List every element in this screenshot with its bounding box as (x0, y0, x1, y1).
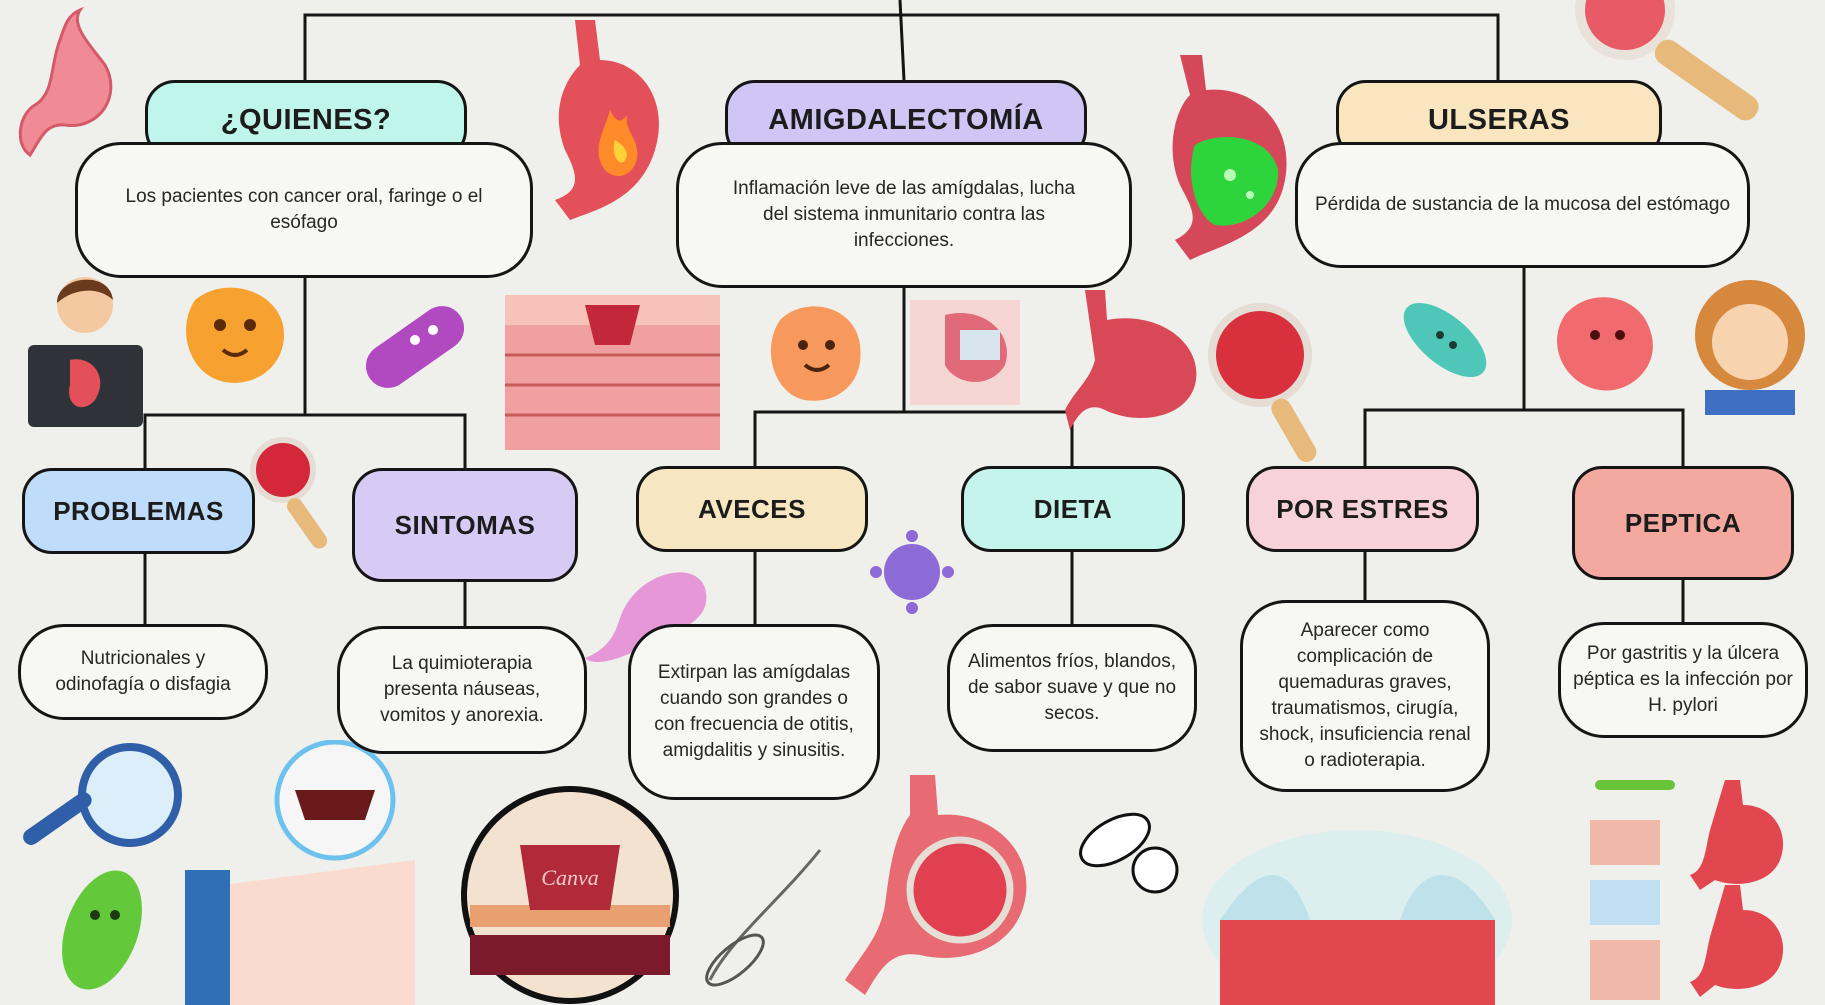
magnifier-icon (1208, 303, 1317, 462)
problemas-title: PROBLEMAS (22, 468, 255, 554)
sintomas-description: La quimioterapia presenta náuseas, vomit… (337, 626, 587, 754)
germ-icon (770, 306, 861, 401)
boy-avatar (28, 277, 143, 427)
magnifier-icon (250, 437, 328, 549)
bacteria-icon (585, 572, 707, 663)
svg-text:Canva: Canva (541, 865, 598, 890)
canva-logo: Canva (461, 786, 679, 1004)
ulseras-description: Pérdida de sustancia de la mucosa del es… (1295, 142, 1750, 268)
stomach-acid-icon (1172, 55, 1287, 260)
throat-icon (910, 300, 1020, 405)
magnifier-icon (1575, 0, 1759, 121)
quienes-description: Los pacientes con cancer oral, faringe o… (75, 142, 533, 278)
bacteria-icon (1403, 302, 1487, 378)
stomach-fire-icon (555, 20, 659, 220)
virus-icon (870, 530, 954, 614)
por-estres-title: POR ESTRES (1246, 466, 1479, 552)
bacteria-icon (365, 306, 465, 388)
sintomas-title: SINTOMAS (352, 468, 578, 582)
bacteria-icon (705, 849, 822, 987)
aveces-description: Extirpan las amígdalas cuando son grande… (628, 624, 880, 800)
tissue-icon (505, 295, 720, 450)
aveces-title: AVECES (636, 466, 868, 552)
bacteria-icon (1079, 812, 1179, 894)
girl-avatar (1695, 280, 1805, 415)
amigdalectomia-description: Inflamación leve de las amígdalas, lucha… (676, 142, 1132, 288)
peptica-description: Por gastritis y la úlcera péptica es la … (1558, 622, 1808, 738)
wound-icon (185, 740, 415, 1005)
stomach-icon (845, 775, 1027, 995)
germ-icon (186, 287, 285, 383)
stomach-icon (1690, 885, 1784, 997)
dieta-title: DIETA (961, 466, 1185, 552)
peptica-title: PEPTICA (1572, 466, 1794, 580)
por-estres-description: Aparecer como complicación de quemaduras… (1240, 600, 1490, 792)
tissue-icon (1590, 780, 1675, 1000)
dieta-description: Alimentos fríos, blandos, de sabor suave… (947, 624, 1197, 752)
stomach-icon (18, 6, 113, 158)
stomach-icon (1065, 290, 1197, 430)
germ-icon (1557, 297, 1653, 391)
magnifier-icon (23, 743, 182, 847)
stomach-icon (1690, 780, 1784, 890)
problemas-description: Nutricionales y odinofagía o disfagia (18, 624, 268, 720)
tissue-icon (1202, 830, 1512, 1005)
bacteria-icon (62, 870, 142, 990)
